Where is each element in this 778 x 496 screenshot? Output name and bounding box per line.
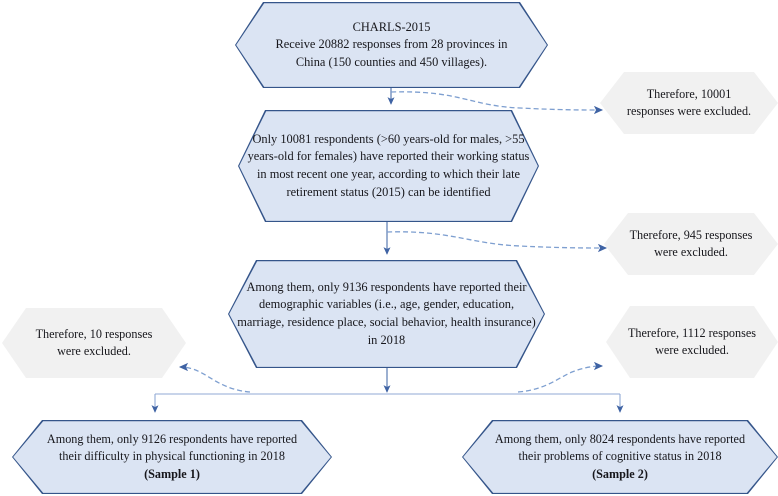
split-bus xyxy=(151,393,624,413)
node-demographics-fill xyxy=(229,261,544,367)
node-retirement-status-text: Only 10081 respondents (>60 years-old fo… xyxy=(247,131,530,199)
node-retirement-status-fill xyxy=(239,111,538,221)
node-retirement-status[interactable]: Only 10081 respondents (>60 years-old fo… xyxy=(238,110,539,222)
node-sample-2[interactable]: Among them, only 8024 respondents have r… xyxy=(462,420,778,494)
node-demographics-text: Among them, only 9136 respondents have r… xyxy=(237,279,536,347)
arrow-excluded-10001 xyxy=(390,91,604,115)
arrow-excluded-945 xyxy=(386,231,608,253)
arrow-excluded-10 xyxy=(178,362,251,393)
node-sample-2-fill xyxy=(463,421,777,493)
node-demographics[interactable]: Among them, only 9136 respondents have r… xyxy=(228,260,545,368)
sample-2-label: (Sample 2) xyxy=(592,466,648,481)
node-sample-1-fill xyxy=(13,421,331,493)
node-sample-1-text: Among them, only 9126 respondents have r… xyxy=(46,432,298,481)
node-sample-1[interactable]: Among them, only 9126 respondents have r… xyxy=(12,420,332,494)
node-source-fill xyxy=(236,3,547,87)
sample-1-label: (Sample 1) xyxy=(144,466,200,481)
arrow-excluded-1112 xyxy=(517,361,604,393)
node-sample-2-text: Among them, only 8024 respondents have r… xyxy=(494,432,746,481)
